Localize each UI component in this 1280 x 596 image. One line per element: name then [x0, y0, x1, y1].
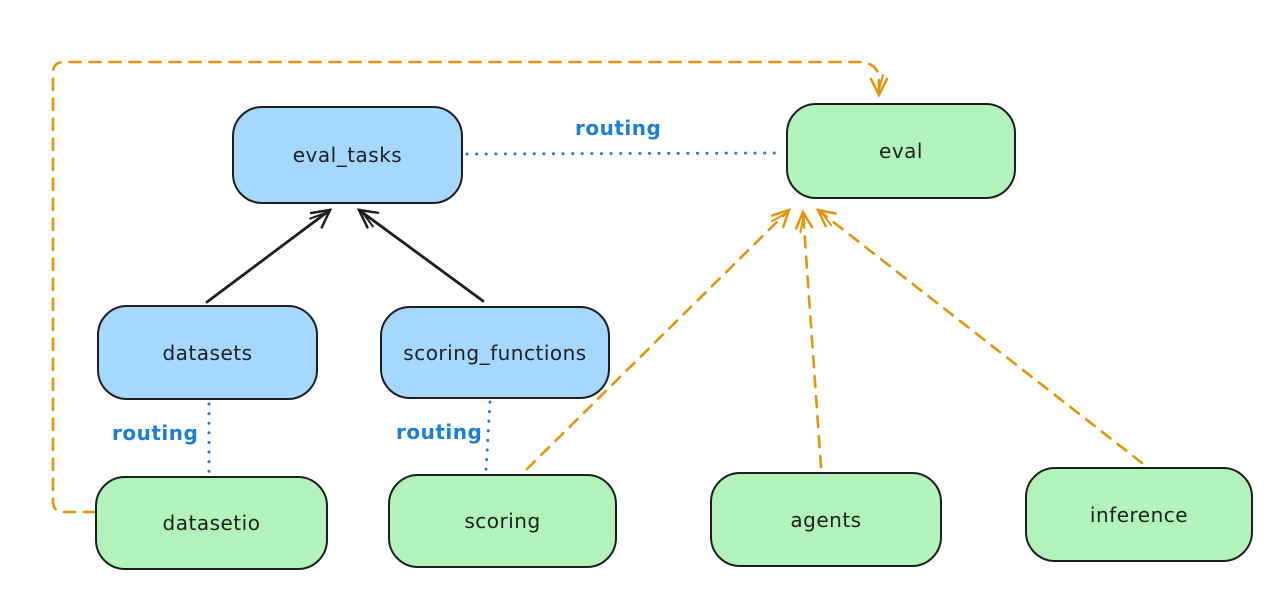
node-scoring-functions: scoring_functions — [380, 306, 610, 399]
edge-agents-to-eval — [794, 209, 823, 469]
node-scoring-label: scoring — [464, 509, 541, 533]
node-eval-tasks: eval_tasks — [232, 106, 463, 204]
node-inference-label: inference — [1089, 502, 1189, 527]
edge-label-routing-datasets-datasetio: routing — [112, 421, 199, 445]
node-datasets: datasets — [97, 305, 318, 400]
node-eval-label: eval — [879, 139, 923, 163]
node-datasetio: datasetio — [95, 476, 328, 570]
node-agents-label: agents — [790, 507, 862, 532]
edge-eval-tasks-to-eval-routing — [465, 151, 785, 156]
edge-scoring-functions-to-eval-tasks — [356, 208, 485, 303]
node-inference: inference — [1025, 467, 1253, 562]
node-eval-tasks-label: eval_tasks — [292, 143, 403, 167]
edge-label-routing-eval-tasks-eval: routing — [575, 116, 662, 140]
node-datasets-label: datasets — [162, 340, 253, 365]
edge-datasets-to-eval-tasks — [205, 208, 333, 304]
edge-label-routing-scoring-functions-scoring: routing — [396, 420, 483, 444]
edge-inference-to-eval — [815, 208, 1144, 465]
node-datasetio-label: datasetio — [162, 511, 261, 535]
node-scoring-functions-label: scoring_functions — [403, 340, 587, 365]
node-eval: eval — [786, 103, 1016, 199]
node-agents: agents — [710, 472, 942, 567]
edge-scoring-functions-to-scoring-routing — [484, 400, 492, 472]
node-scoring: scoring — [388, 474, 617, 568]
